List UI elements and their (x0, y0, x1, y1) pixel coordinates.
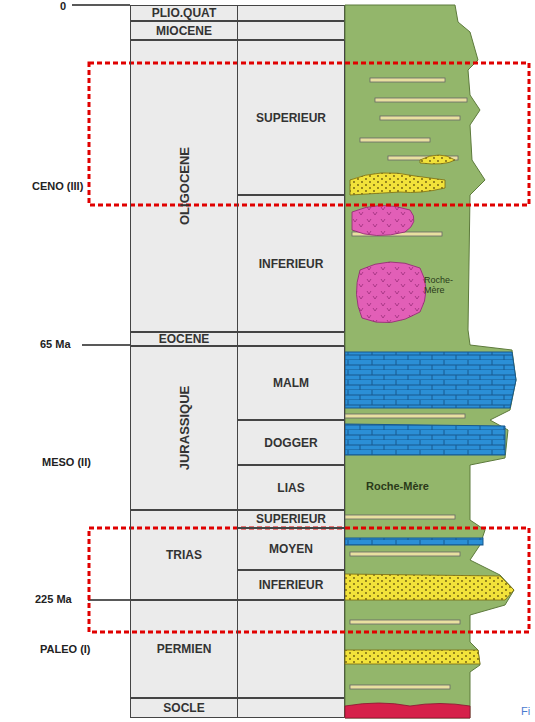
stage-label: MALM (273, 377, 309, 389)
stratigraphic-cell: LIAS (237, 465, 345, 510)
stage-label: SUPERIEUR (256, 112, 326, 124)
stratigraphic-cell: MIOCENE (130, 21, 238, 40)
stratigraphic-cell: PERMIEN (130, 600, 238, 698)
axis-label: MESO (II) (40, 456, 93, 469)
stratigraphic-cell: PLIO.QUAT (130, 5, 238, 21)
axis-label: 65 Ma (38, 338, 73, 351)
stratigraphic-cell: MOYEN (237, 528, 345, 570)
stage-label: LIAS (277, 482, 304, 494)
stratigraphic-cell: EOCENE (130, 332, 238, 346)
stage-label: INFERIEUR (259, 579, 324, 591)
stage-label: MIOCENE (156, 25, 212, 37)
stratigraphic-cell: SOCLE (130, 698, 238, 718)
stage-label: SOCLE (163, 702, 204, 714)
axis-label: CENO (III) (30, 180, 85, 193)
system-label: OLIGOCENE (178, 147, 191, 225)
stratigraphic-cell: INFERIEUR (237, 570, 345, 600)
stage-label: PERMIEN (157, 643, 212, 655)
axis-label: 225 Ma (33, 593, 74, 606)
stage-label: MOYEN (269, 543, 313, 555)
rock-label: Roche-Mère (424, 276, 464, 296)
system-label: JURASSIQUE (178, 386, 191, 471)
axis-label: PALEO (I) (38, 643, 93, 656)
stratigraphic-cell: INFERIEUR (237, 195, 345, 332)
stage-label: INFERIEUR (259, 258, 324, 270)
rock-label: Roche-Mère (366, 480, 429, 493)
stratigraphic-cell: TRIAS (130, 510, 238, 600)
stratigraphic-cell: SUPERIEUR (237, 510, 345, 528)
figure-fragment: Fi (519, 705, 532, 718)
stratigraphic-cell: SUPERIEUR (237, 40, 345, 195)
stratigraphic-cell: DOGGER (237, 420, 345, 465)
axis-label: 0 (58, 0, 68, 13)
stage-label: SUPERIEUR (256, 513, 326, 525)
stage-label: EOCENE (159, 333, 210, 345)
stage-label: DOGGER (264, 437, 317, 449)
stage-label: TRIAS (166, 549, 202, 561)
stratigraphic-cell: JURASSIQUE (130, 346, 238, 510)
stage-label: PLIO.QUAT (152, 7, 216, 19)
stratigraphic-cell: OLIGOCENE (130, 40, 238, 332)
stratigraphic-cell: MALM (237, 346, 345, 420)
